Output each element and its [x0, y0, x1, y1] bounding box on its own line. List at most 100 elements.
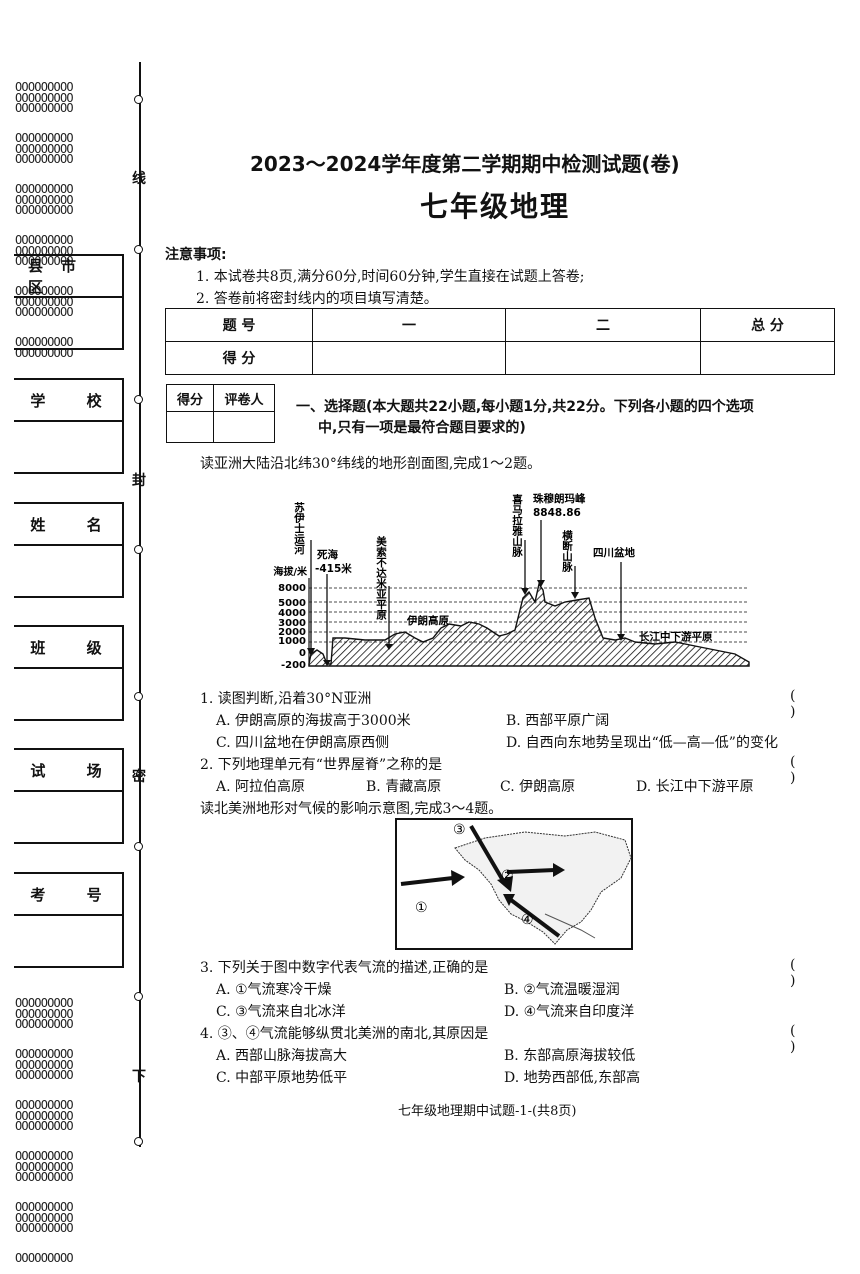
seal-char-xia: 下: [132, 1069, 146, 1085]
arrow-head: [385, 644, 393, 650]
score-col-header: 二: [505, 308, 701, 342]
field-exam-number[interactable]: 考 号: [14, 872, 124, 968]
terrain-profile-figure: 海拔/米 8000 5000 4000 3000 2000 1000 0 -20…: [273, 492, 750, 670]
field-exam-room[interactable]: 试 场: [14, 748, 124, 844]
question-2-stem: 2. 下列地理单元有“世界屋脊”之称的是: [200, 757, 443, 773]
y-tick: 0: [299, 648, 306, 659]
seal-circle: [134, 245, 143, 254]
option[interactable]: C. 四川盆地在伊朗高原西侧: [216, 735, 390, 751]
notes-heading: 注意事项:: [165, 247, 227, 263]
label-dead-sea-value: -415米: [315, 562, 352, 575]
label-dead-sea: 死海: [316, 548, 338, 561]
seal-char-feng: 封: [132, 473, 146, 489]
seal-circle: [134, 692, 143, 701]
y-axis-label: 海拔/米: [273, 565, 308, 578]
field-class[interactable]: 班 级: [14, 625, 124, 721]
field-school[interactable]: 学 校: [14, 378, 124, 474]
option[interactable]: D. 地势西部低,东部高: [504, 1070, 641, 1086]
label-sichuan-basin: 四川盆地: [593, 546, 635, 559]
option[interactable]: C. ③气流来自北冰洋: [216, 1004, 346, 1020]
option[interactable]: B. 东部高原海拔较低: [504, 1048, 636, 1064]
answer-paren[interactable]: ( ): [790, 754, 816, 786]
answer-paren[interactable]: ( ): [790, 688, 816, 720]
marker-1: ①: [415, 900, 428, 916]
question-4-stem: 4. ③、④气流能够纵贯北美洲的南北,其原因是: [200, 1026, 489, 1042]
score-row-label: 题 号: [165, 308, 313, 342]
marker-4: ④: [521, 912, 534, 928]
answer-paren[interactable]: ( ): [790, 957, 816, 989]
exam-title: 2023～2024学年度第二学期期中检测试题(卷): [250, 152, 680, 176]
figure1-caption: 读亚洲大陆沿北纬30°纬线的地形剖面图,完成1～2题。: [200, 456, 542, 472]
seal-circle: [134, 95, 143, 104]
section1-title: 一、选择题(本大题共22小题,每小题1分,共22分。下列各小题的四个选项: [296, 399, 754, 415]
label-hengduan: 横断山脉: [561, 529, 573, 573]
answer-paren[interactable]: ( ): [790, 1023, 816, 1055]
option[interactable]: D. ④气流来自印度洋: [504, 1004, 635, 1020]
note-item: 2. 答卷前将密封线内的项目填写清楚。: [196, 291, 438, 307]
arrow-head: [617, 634, 625, 641]
section1-title-cont: 中,只有一项是最符合题目要求的): [318, 420, 526, 436]
grader-score-label: 得分: [166, 384, 214, 412]
option[interactable]: A. ①气流寒冷干燥: [216, 982, 332, 998]
option[interactable]: B. 青藏高原: [366, 779, 442, 795]
arrow-head: [521, 588, 529, 595]
y-tick: 4000: [278, 608, 306, 619]
grader-score-cell[interactable]: [166, 411, 214, 443]
y-tick: 3000: [278, 618, 306, 629]
score-table: 题 号 一 二 总 分 得 分: [165, 308, 835, 375]
label-suez-canal: 苏伊士运河: [293, 501, 305, 555]
y-tick: 8000: [278, 583, 306, 594]
seal-circle: [134, 395, 143, 404]
seal-circle: [134, 992, 143, 1001]
option[interactable]: A. 伊朗高原的海拔高于3000米: [216, 713, 411, 729]
field-county[interactable]: 县市区: [14, 254, 124, 350]
continent-outline: [454, 831, 632, 945]
option[interactable]: B. ②气流温暖湿润: [504, 982, 620, 998]
score-cell[interactable]: [505, 341, 701, 375]
marker-3: ③: [453, 822, 466, 838]
seal-line: [139, 62, 141, 1147]
arrow-head: [451, 870, 465, 886]
subject-title: 七年级地理: [420, 190, 571, 223]
y-tick: 5000: [278, 598, 306, 609]
option[interactable]: A. 西部山脉海拔高大: [216, 1048, 348, 1064]
north-america-map: ① ② ③ ④: [395, 818, 633, 950]
arrow-head: [307, 648, 315, 656]
option[interactable]: D. 长江中下游平原: [636, 779, 754, 795]
arrow-head: [503, 894, 515, 906]
seal-circle: [134, 842, 143, 851]
label-yangtze-plain: 长江中下游平原: [639, 630, 713, 643]
label-mesopotamia: 美索不达米亚平原: [375, 535, 387, 621]
page-footer: 七年级地理期中试题-1-(共8页): [398, 1104, 577, 1119]
terrain-profile: [308, 582, 750, 667]
label-everest-value: 8848.86: [533, 507, 581, 519]
seal-char-mi: 密: [132, 769, 146, 785]
y-tick: -200: [281, 660, 306, 670]
score-col-header: 总 分: [700, 308, 835, 342]
seal-circle: [134, 1137, 143, 1146]
score-col-header: 一: [312, 308, 506, 342]
y-tick: 1000: [278, 636, 306, 647]
question-1-stem: 1. 读图判断,沿着30°N亚洲: [200, 691, 372, 707]
arrow-head: [537, 580, 545, 587]
score-cell[interactable]: [312, 341, 506, 375]
option[interactable]: A. 阿拉伯高原: [216, 779, 306, 795]
seal-char-xian: 线: [132, 171, 146, 187]
grader-name-cell[interactable]: [213, 411, 275, 443]
label-everest: 珠穆朗玛峰: [533, 492, 586, 505]
y-tick: 2000: [278, 627, 306, 638]
option[interactable]: C. 伊朗高原: [500, 779, 576, 795]
option[interactable]: D. 自西向东地势呈现出“低—高—低”的变化: [506, 735, 778, 751]
score-cell[interactable]: [700, 341, 835, 375]
question-3-stem: 3. 下列关于图中数字代表气流的描述,正确的是: [200, 960, 489, 976]
option[interactable]: C. 中部平原地势低平: [216, 1070, 348, 1086]
field-name[interactable]: 姓 名: [14, 502, 124, 598]
score-row-label: 得 分: [165, 341, 313, 375]
label-iran-plateau: 伊朗高原: [406, 614, 449, 627]
option[interactable]: B. 西部平原广阔: [506, 713, 610, 729]
arrow-head: [553, 863, 565, 877]
grader-name-label: 评卷人: [213, 384, 275, 412]
grader-table: 得分 评卷人: [166, 384, 275, 443]
